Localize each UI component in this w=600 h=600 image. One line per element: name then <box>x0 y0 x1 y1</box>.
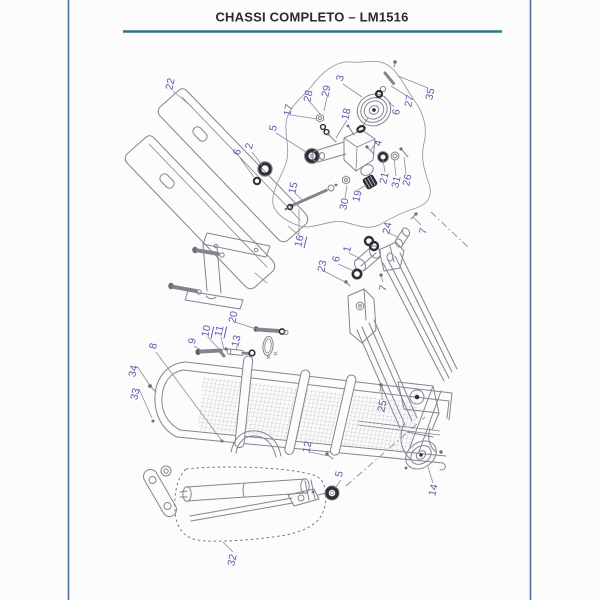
part-label-15: 15 <box>286 181 300 195</box>
part-label-6c: 6 <box>330 255 343 264</box>
part-label-31: 31 <box>389 175 403 189</box>
fork-bracket <box>168 232 271 310</box>
part-label-17: 17 <box>281 103 295 117</box>
part-label-27: 27 <box>402 94 416 108</box>
small-screws <box>148 383 383 460</box>
part-label-underline-16 <box>303 236 308 249</box>
fork-plates-22 <box>124 88 309 290</box>
part-label-11: 11 <box>212 324 226 337</box>
part-label-5b: 5 <box>333 470 346 479</box>
hardware-row <box>195 326 289 359</box>
part-label-25: 25 <box>375 399 389 413</box>
assembly-32-outline <box>174 466 327 542</box>
part-label-8: 8 <box>147 342 160 351</box>
part-label-6a: 6 <box>231 148 244 157</box>
steer-wheel-14 <box>404 440 443 470</box>
part-label-32: 32 <box>225 553 239 567</box>
roller-1-group <box>344 212 418 287</box>
part-label-22: 22 <box>163 77 177 91</box>
part-label-underline-11 <box>223 326 228 339</box>
part-label-6b: 6 <box>390 108 403 117</box>
part-label-3: 3 <box>334 74 347 83</box>
part-label-12: 12 <box>300 440 314 454</box>
part-label-7b: 7 <box>377 284 390 293</box>
part-label-9: 9 <box>186 337 199 346</box>
part-label-5a: 5 <box>267 124 280 133</box>
part-label-20: 20 <box>226 310 240 324</box>
part-label-18: 18 <box>339 107 353 121</box>
part-label-29: 29 <box>319 84 333 98</box>
part-label-35: 35 <box>423 87 437 101</box>
part-label-13: 13 <box>229 334 243 348</box>
part-label-33: 33 <box>128 387 142 401</box>
part-label-2: 2 <box>243 142 256 151</box>
part-label-10: 10 <box>199 324 213 338</box>
part-label-7a: 7 <box>417 227 430 236</box>
pull-rods <box>347 241 458 429</box>
part-label-16: 16 <box>292 234 306 248</box>
roller-2-washer-6 <box>252 161 273 186</box>
part-label-28: 28 <box>301 89 315 103</box>
leader-lines <box>136 75 434 553</box>
part-label-24: 24 <box>380 221 394 235</box>
part-label-34: 34 <box>126 364 140 378</box>
part-label-underline-10 <box>210 326 215 339</box>
part-label-26: 26 <box>400 173 414 187</box>
part-label-21: 21 <box>377 171 391 185</box>
page-title: CHASSI COMPLETO – LM1516 <box>215 10 408 25</box>
part-label-14: 14 <box>426 483 440 497</box>
bearing-5-bottom <box>324 485 340 501</box>
part-label-19: 19 <box>350 189 364 203</box>
part-label-1: 1 <box>341 245 354 254</box>
part-label-30: 30 <box>337 197 351 211</box>
part-label-23: 23 <box>315 259 329 273</box>
lever-assembly-32 <box>143 465 327 522</box>
detail-cloud-outline <box>272 60 431 228</box>
chassis-frame <box>151 355 453 471</box>
part-label-4: 4 <box>372 139 385 148</box>
reference-lines <box>345 211 471 487</box>
